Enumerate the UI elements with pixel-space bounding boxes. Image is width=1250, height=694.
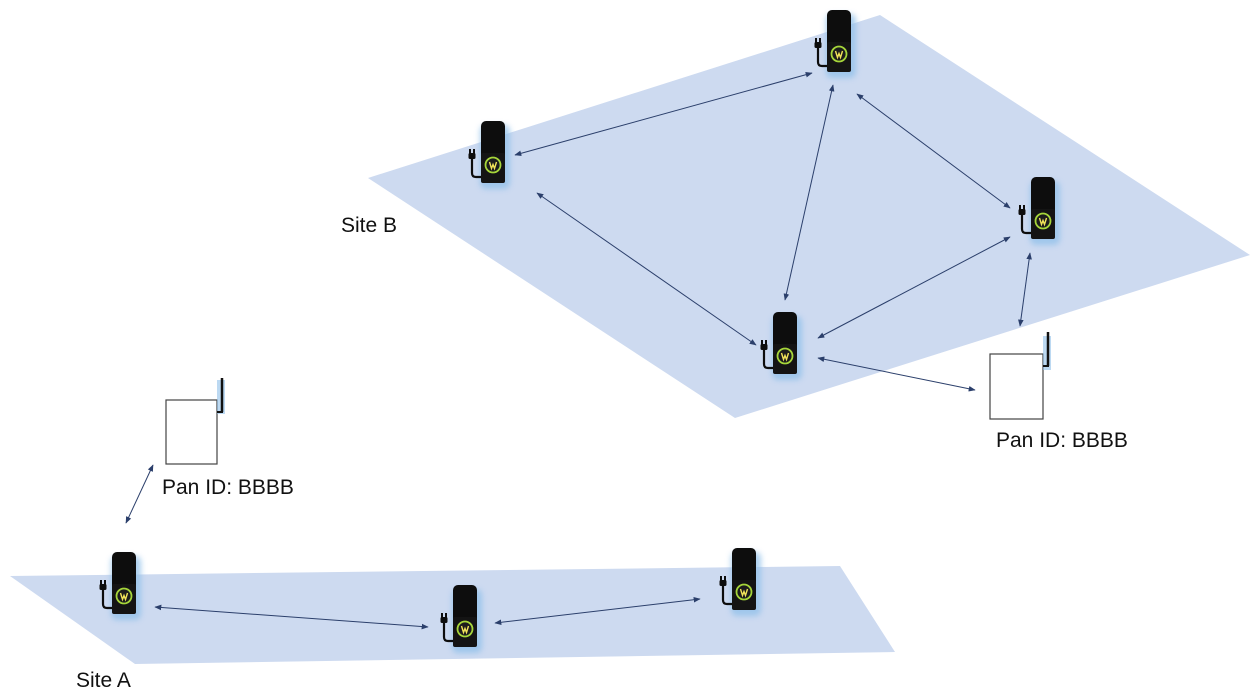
site-b-links [514, 71, 1032, 392]
link-b-left-top [514, 71, 813, 157]
site-b-label: Site B [341, 214, 398, 237]
site-a-label: Site A [76, 669, 131, 692]
link-a-middle-right [494, 596, 701, 626]
site-b-plane [368, 15, 1250, 418]
gateway-b [989, 332, 1051, 420]
link-a-gateway-left [125, 464, 154, 524]
link-b-right-bottom [817, 236, 1011, 339]
link-b-right-gateway [1018, 252, 1032, 327]
link-b-top-right [856, 93, 1011, 209]
link-a-left-middle [154, 604, 429, 630]
gateway-b-pan-label: Pan ID: BBBB [996, 429, 1128, 452]
link-b-top-bottom [783, 84, 835, 301]
link-b-bottom-gateway [817, 356, 976, 392]
gateway-a-pan-label: Pan ID: BBBB [162, 476, 294, 499]
gateway-a [165, 378, 225, 465]
link-b-left-bottom [536, 192, 757, 346]
site-a-links [125, 464, 701, 630]
